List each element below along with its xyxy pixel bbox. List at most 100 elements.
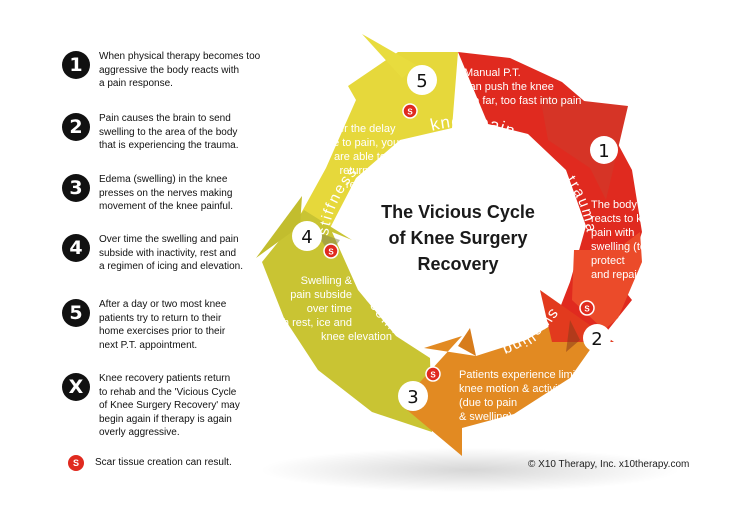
scar-badge-5: S [402,103,418,119]
stage-badge-2: 2 [583,324,611,352]
svg-text:4: 4 [301,227,312,248]
svg-text:Recovery: Recovery [417,254,498,274]
legend-line: to rehab and the 'Vicious Cycle [99,386,237,398]
svg-text:over time: over time [307,303,352,315]
arrowhead-1 [540,96,628,200]
arrow-shadow [316,232,340,254]
svg-text:The body: The body [591,199,637,211]
legend-text-1: When physical therapy becomes too aggres… [99,50,260,91]
svg-text:swelling (to: swelling (to [591,241,646,253]
legend-text-3: Edema (swelling) in the knee presses on … [99,173,233,214]
legend-line: Pain causes the brain to send [99,113,231,124]
svg-text:(due to pain: (due to pain [459,397,517,409]
arrow-shadow [566,320,580,352]
legend-line: a regimen of icing and elevation. [99,261,243,272]
svg-text:S: S [584,305,590,314]
svg-text:Manual P.T.: Manual P.T. [464,67,521,79]
legend-badge-4: 4 [62,234,90,262]
legend-line: of Knee Surgery Recovery' may [99,400,240,411]
legend-line: swelling to the area of the body [99,126,238,138]
stage-badge-4: 4 [292,221,322,251]
svg-text:S: S [430,371,436,380]
legend-line: When physical therapy becomes too [99,51,261,62]
svg-text:rehab: rehab [346,179,374,191]
stage-text-stiffness: Swelling & pain subside over time with r… [268,275,392,343]
stage-text-manual: Manual P.T. can push the knee too far, t… [464,67,581,107]
svg-text:pain with: pain with [591,227,634,239]
svg-text:After the delay: After the delay [325,123,396,135]
legend-text-4: Over time the swelling and pain subside … [99,233,243,274]
legend-line: Knee recovery patients return [99,373,231,384]
legend-line: aggressive the body reacts with [99,64,240,76]
legend-line: movement of the knee painful. [99,201,233,212]
floor-shadow [260,448,680,492]
legend-item-4: 4 Over time the swelling and pain subsid… [62,233,297,274]
legend-badge-x: X [62,373,90,401]
legend-item-2: 2 Pain causes the brain to send swelling… [62,112,297,153]
legend-line: subside with inactivity, rest and [99,247,237,259]
stage-badge-1: 1 [590,136,618,164]
legend-badge-5: 5 [62,299,90,327]
stage-badge-5: 5 [407,65,437,95]
legend-badge-1: 1 [62,51,90,79]
svg-text:S: S [328,248,334,257]
legend-badge-3: 3 [62,174,90,202]
svg-text:3: 3 [407,387,418,408]
legend-line: begin again if therapy is again [99,413,232,425]
legend-item-5: 5 After a day or two most knee patients … [62,298,297,352]
stage-text-after: After the delay due to pain, you are abl… [321,123,399,191]
legend-badge-2: 2 [62,113,90,141]
arrowhead-3 [458,328,476,356]
svg-text:pain subside: pain subside [290,289,352,301]
legend-line: After a day or two most knee [99,299,227,310]
svg-text:are able to: are able to [334,151,386,163]
svg-text:1: 1 [598,141,609,162]
svg-text:due to pain, you: due to pain, you [321,137,399,149]
legend-text-2: Pain causes the brain to send swelling t… [99,112,239,153]
legend-line: a pain response. [99,78,173,89]
scar-badge-4: S [323,243,339,259]
arrowhead-5 [362,34,418,78]
svg-text:Swelling &: Swelling & [301,275,353,287]
legend-text-5: After a day or two most knee patients tr… [99,298,226,352]
svg-text:S: S [407,108,413,117]
legend-line: Edema (swelling) in the knee [99,174,228,185]
arrowhead-4 [256,196,302,258]
scar-badge-2: S [579,300,595,316]
svg-text:The Vicious Cycle: The Vicious Cycle [381,202,535,222]
stage-badge-3: 3 [398,381,428,411]
svg-text:2: 2 [591,329,602,350]
legend-item-3: 3 Edema (swelling) in the knee presses o… [62,173,297,214]
segment-yellow [294,52,458,232]
stage-text-discomfort: Patients experience limited knee motion … [459,369,590,423]
legend-line: Over time the swelling and pain [99,234,239,245]
legend-item-1: 1 When physical therapy becomes too aggr… [62,50,297,91]
scar-icon: S [68,455,84,471]
legend-line: presses on the nerves making [99,187,233,199]
legend-line: that is experiencing the trauma. [99,140,239,151]
segment-orange [400,312,604,456]
svg-text:reacts to knee: reacts to knee [591,213,660,225]
legend-scar-note: S Scar tissue creation can result. [62,455,297,471]
scar-badge-3: S [425,366,441,382]
svg-text:& swelling): & swelling) [459,411,512,423]
diagram-title: The Vicious Cycle of Knee Surgery Recove… [381,202,535,274]
svg-text:5: 5 [416,71,427,92]
svg-text:too far, too fast into pain: too far, too fast into pain [464,95,581,107]
svg-text:protect: protect [591,255,625,267]
svg-text:return to: return to [340,165,381,177]
legend-line: overly aggressive. [99,427,180,438]
legend-line: patients try to return to their [99,312,222,324]
svg-text:knee motion & activity: knee motion & activity [459,383,566,395]
legend-line: next P.T. appointment. [99,339,198,351]
svg-text:can push the knee: can push the knee [464,81,554,93]
copyright-notice: © X10 Therapy, Inc. x10therapy.com [528,459,690,470]
svg-text:of Knee Surgery: of Knee Surgery [388,228,527,248]
svg-text:knee elevation: knee elevation [321,331,392,343]
svg-text:and repair): and repair) [591,269,644,281]
legend-text-x: Knee recovery patients return to rehab a… [99,372,240,440]
segment-olive [262,210,432,432]
legend-line: home exercises prior to their [99,326,226,337]
svg-text:with rest, ice and: with rest, ice and [268,317,352,329]
